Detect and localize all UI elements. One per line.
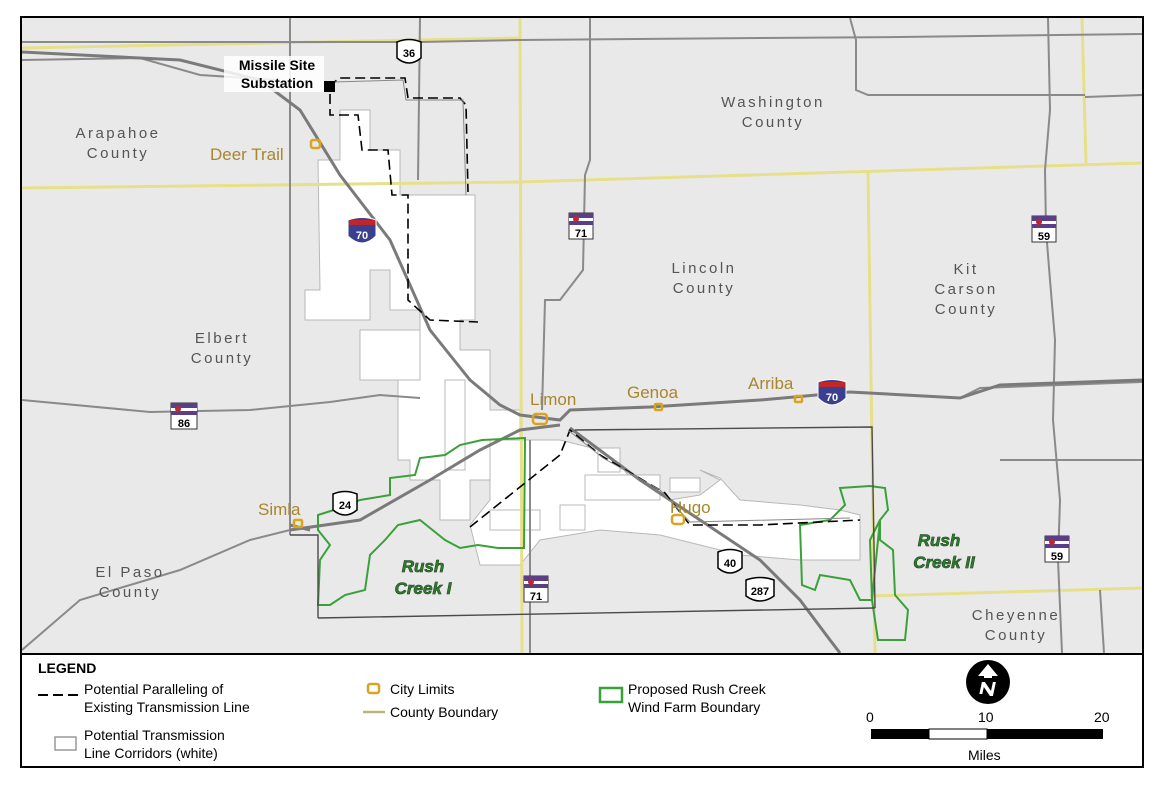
wind-farm-swatch-icon: [598, 686, 624, 704]
county-washington-line2: County: [742, 114, 805, 131]
city-limits-icon: [670, 513, 686, 526]
legend-wind-farm-line2: Wind Farm Boundary: [628, 699, 761, 715]
substation-label-line2: Substation: [241, 75, 313, 91]
city-limits-icon: [653, 402, 664, 412]
scale-tick-20: 20: [1094, 709, 1110, 725]
north-arrow-icon: [966, 660, 1010, 704]
state-highway-shield-icon: 59: [1031, 215, 1057, 243]
shield-co71a-label: 71: [575, 228, 587, 240]
scale-bar: [871, 728, 1103, 740]
state-highway-shield-icon: 59: [1044, 535, 1070, 563]
corridor-swatch-icon: [54, 736, 77, 751]
shield-co59b-label: 59: [1051, 551, 1063, 563]
rush-creek-2-line2: Creek II: [913, 553, 976, 572]
city-limits-icon: [292, 518, 304, 529]
county-elbert-line2: County: [191, 350, 254, 367]
shield-i70b-label: 70: [826, 392, 838, 404]
city-limon: Limon: [530, 390, 576, 409]
shield-us287-label: 287: [751, 586, 769, 598]
legend-title: LEGEND: [38, 660, 97, 676]
scale-tick-10: 10: [978, 709, 994, 725]
major-highways: [22, 50, 1142, 653]
paralleling-lines-solid: [332, 79, 851, 523]
shield-co86-label: 86: [178, 418, 190, 430]
roads: [22, 18, 1142, 653]
legend-corridors-line1: Potential Transmission: [84, 727, 225, 743]
city-simla: Simla: [258, 500, 301, 519]
rush-creek-2-line1: Rush: [918, 531, 961, 550]
legend-corridors-line2: Line Corridors (white): [84, 745, 218, 761]
shield-us24-label: 24: [339, 500, 352, 512]
county-kitcarson-line3: County: [935, 301, 998, 318]
wind-farm-labels: Rush Creek I Rush Creek II: [394, 531, 976, 599]
county-elpaso-line1: El Paso: [95, 564, 164, 581]
city-limits-swatch-icon: [366, 682, 381, 695]
county-arapahoe-line1: Arapahoe: [75, 125, 160, 142]
us-highway-shield-icon: 287: [745, 576, 775, 602]
city-limits-icon: [531, 412, 549, 426]
rush-creek-1-boundary: [316, 436, 527, 606]
county-washington-line1: Washington: [721, 94, 825, 111]
transmission-corridors: [304, 109, 861, 566]
city-limits-icon: [309, 138, 322, 150]
city-deer-trail: Deer Trail: [210, 145, 284, 164]
rush-creek-2-boundary: [798, 484, 910, 641]
city-limits-icon: [793, 394, 804, 404]
county-labels: Arapahoe County Washington County Elbert…: [75, 94, 1060, 644]
us-highway-shield-icon: 36: [396, 38, 422, 64]
shield-us36-label: 36: [403, 48, 415, 60]
legend-paralleling-line1: Potential Paralleling of: [84, 681, 224, 697]
shield-co71b-label: 71: [530, 591, 542, 603]
rush-creek-1-line2: Creek I: [395, 579, 453, 598]
state-highway-shield-icon: 71: [568, 212, 594, 240]
shield-us40-label: 40: [724, 558, 736, 570]
map-background: [22, 18, 1142, 653]
us-highway-shield-icon: 40: [717, 548, 743, 574]
legend-city-limits: City Limits: [390, 681, 455, 697]
county-kitcarson-line2: Carson: [934, 281, 997, 298]
legend-county-boundary: County Boundary: [390, 704, 499, 720]
city-hugo: Hugo: [670, 498, 711, 517]
county-boundary-swatch-icon: [363, 710, 385, 714]
scale-tick-0: 0: [866, 709, 874, 725]
scale-unit: Miles: [968, 747, 1001, 763]
legend-corridors: Potential Transmission Line Corridors (w…: [84, 726, 225, 762]
state-highway-shield-icon: 71: [523, 575, 549, 603]
us-highway-shield-icon: 24: [332, 490, 358, 516]
legend-wind-farm-line1: Proposed Rush Creek: [628, 681, 766, 697]
interstate-shield-icon: 70: [347, 217, 377, 244]
legend-paralleling-line2: Existing Transmission Line: [84, 699, 250, 715]
county-cheyenne-line2: County: [985, 627, 1048, 644]
highway-shields: 36 70 70 71 71: [170, 38, 1070, 603]
legend-paralleling: Potential Paralleling of Existing Transm…: [84, 680, 250, 716]
state-highway-shield-icon: 86: [170, 402, 198, 430]
county-elbert-line1: Elbert: [195, 330, 249, 347]
county-kitcarson-line1: Kit: [953, 261, 978, 278]
city-markers: [292, 138, 804, 529]
legend-wind-farm: Proposed Rush Creek Wind Farm Boundary: [628, 680, 766, 716]
city-genoa: Genoa: [627, 383, 679, 402]
legend: LEGEND Potential Paralleling of Existing…: [22, 656, 1142, 766]
shield-co59a-label: 59: [1038, 231, 1050, 243]
county-elpaso-line2: County: [99, 584, 162, 601]
project-area-outline: [290, 426, 876, 619]
city-labels: Deer Trail Limon Genoa Arriba Hugo Simla: [210, 145, 794, 519]
rush-creek-1-line1: Rush: [402, 557, 445, 576]
shield-i70a-label: 70: [356, 230, 368, 242]
paralleling-swatch-icon: [38, 694, 82, 696]
county-lincoln-line1: Lincoln: [671, 260, 736, 277]
county-arapahoe-line2: County: [87, 145, 150, 162]
substation-icon: [324, 81, 335, 92]
substation-label-line1: Missile Site: [239, 57, 315, 73]
wind-farm-boundaries: [316, 436, 910, 641]
missile-site-substation: Missile Site Substation: [224, 56, 335, 92]
county-lincoln-line2: County: [673, 280, 736, 297]
city-arriba: Arriba: [748, 374, 794, 393]
county-cheyenne-line1: Cheyenne: [972, 607, 1060, 624]
interstate-shield-icon: 70: [817, 379, 847, 406]
